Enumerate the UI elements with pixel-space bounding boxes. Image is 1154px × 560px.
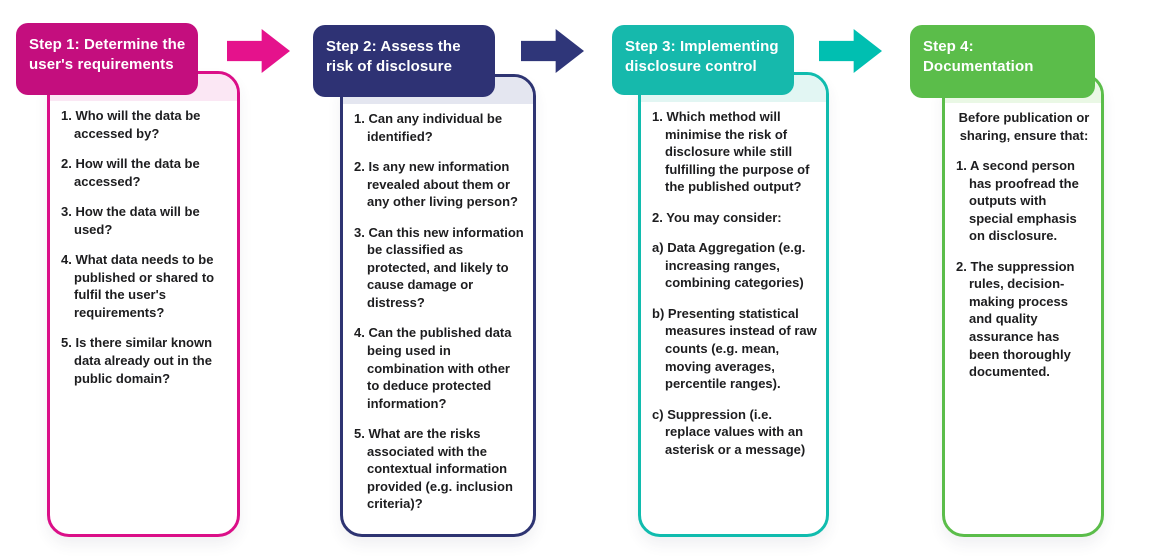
item-text: What data needs to be published or share… (74, 252, 215, 320)
item-prefix: 4. (61, 252, 72, 268)
list-item: 2. How will the data be accessed? (61, 155, 228, 190)
item-prefix: 2. (956, 258, 967, 274)
step-4-list: Before publication or sharing, ensure th… (945, 76, 1101, 534)
step-3-card: 1. Which method will minimise the risk o… (638, 72, 829, 537)
arrow-right-icon (819, 29, 882, 73)
item-text: Which method will minimise the risk of d… (665, 109, 810, 195)
item-text: What are the risks associated with the c… (367, 426, 513, 512)
step-1-list: 1. Who will the data be accessed by? 2. … (50, 74, 237, 534)
item-prefix: 3. (354, 224, 365, 240)
item-text: Can any individual be identified? (367, 111, 503, 144)
item-prefix: 1. (354, 111, 365, 126)
item-prefix: 1. (956, 158, 967, 174)
list-item: 1. Which method will minimise the risk o… (652, 108, 817, 196)
item-text: Suppression (i.e. replace values with an… (665, 406, 806, 457)
step-2-card: 1. Can any individual be identified? 2. … (340, 74, 536, 537)
step-4-header: Step 4: Documentation (910, 25, 1095, 98)
list-item: 4. Can the published data being used in … (354, 324, 524, 412)
list-item: 5. What are the risks associated with th… (354, 425, 524, 513)
step-3-list: 1. Which method will minimise the risk o… (641, 75, 826, 534)
item-text: Can this new information be classified a… (367, 224, 524, 310)
item-prefix: 1. (61, 108, 72, 123)
step-2-header: Step 2: Assess the risk of disclosure (313, 25, 495, 97)
item-text: Is there similar known data already out … (74, 335, 213, 386)
list-item: 2. Is any new information revealed about… (354, 158, 524, 211)
step-2-list: 1. Can any individual be identified? 2. … (343, 77, 533, 534)
item-prefix: a) (652, 240, 664, 256)
item-prefix: 5. (61, 335, 72, 351)
item-prefix: 3. (61, 204, 72, 220)
step-1-card: 1. Who will the data be accessed by? 2. … (47, 71, 240, 537)
item-text: The suppression rules, decision-making p… (969, 258, 1075, 380)
item-text: You may consider: (666, 209, 782, 225)
item-prefix: 4. (354, 325, 365, 341)
step-3-header: Step 3: Implementing disclosure control (612, 25, 794, 95)
list-item: 1. Can any individual be identified? (354, 110, 524, 145)
item-prefix: 5. (354, 426, 365, 442)
list-item: a) Data Aggregation (e.g. increasing ran… (652, 239, 817, 292)
step-1-header: Step 1: Determine the user's requirement… (16, 23, 198, 95)
arrow-right-icon (521, 29, 584, 73)
list-item: 3. Can this new information be classifie… (354, 224, 524, 312)
item-text: How the data will be used? (74, 204, 200, 237)
list-item: 1. Who will the data be accessed by? (61, 107, 228, 142)
list-item: b) Presenting statistical measures inste… (652, 305, 817, 393)
list-item: 2. You may consider: (652, 209, 817, 227)
step-4-card: Before publication or sharing, ensure th… (942, 73, 1104, 537)
item-text: A second person has proofread the output… (969, 158, 1079, 244)
item-text: Who will the data be accessed by? (74, 108, 201, 141)
item-prefix: 2. (61, 156, 72, 172)
item-prefix: 2. (652, 209, 663, 225)
item-text: How will the data be accessed? (74, 156, 200, 189)
item-prefix: 1. (652, 109, 663, 124)
item-text: Presenting statistical measures instead … (665, 305, 817, 392)
intro-text: Before publication or sharing, ensure th… (958, 110, 1090, 143)
item-prefix: 2. (354, 159, 365, 175)
list-item: 4. What data needs to be published or sh… (61, 251, 228, 321)
arrow-right-icon (227, 29, 290, 73)
list-item: 1. A second person has proofread the out… (956, 157, 1092, 245)
item-prefix: c) (652, 406, 664, 422)
item-text: Can the published data being used in com… (367, 325, 512, 411)
list-item: c) Suppression (i.e. replace values with… (652, 406, 817, 459)
list-item: 5. Is there similar known data already o… (61, 334, 228, 387)
item-text: Data Aggregation (e.g. increasing ranges… (665, 240, 806, 291)
list-item: 2. The suppression rules, decision-makin… (956, 258, 1092, 381)
item-prefix: b) (652, 305, 665, 321)
step-4-items: 1. A second person has proofread the out… (956, 157, 1092, 381)
item-text: Is any new information revealed about th… (367, 159, 518, 210)
list-item: 3. How the data will be used? (61, 203, 228, 238)
